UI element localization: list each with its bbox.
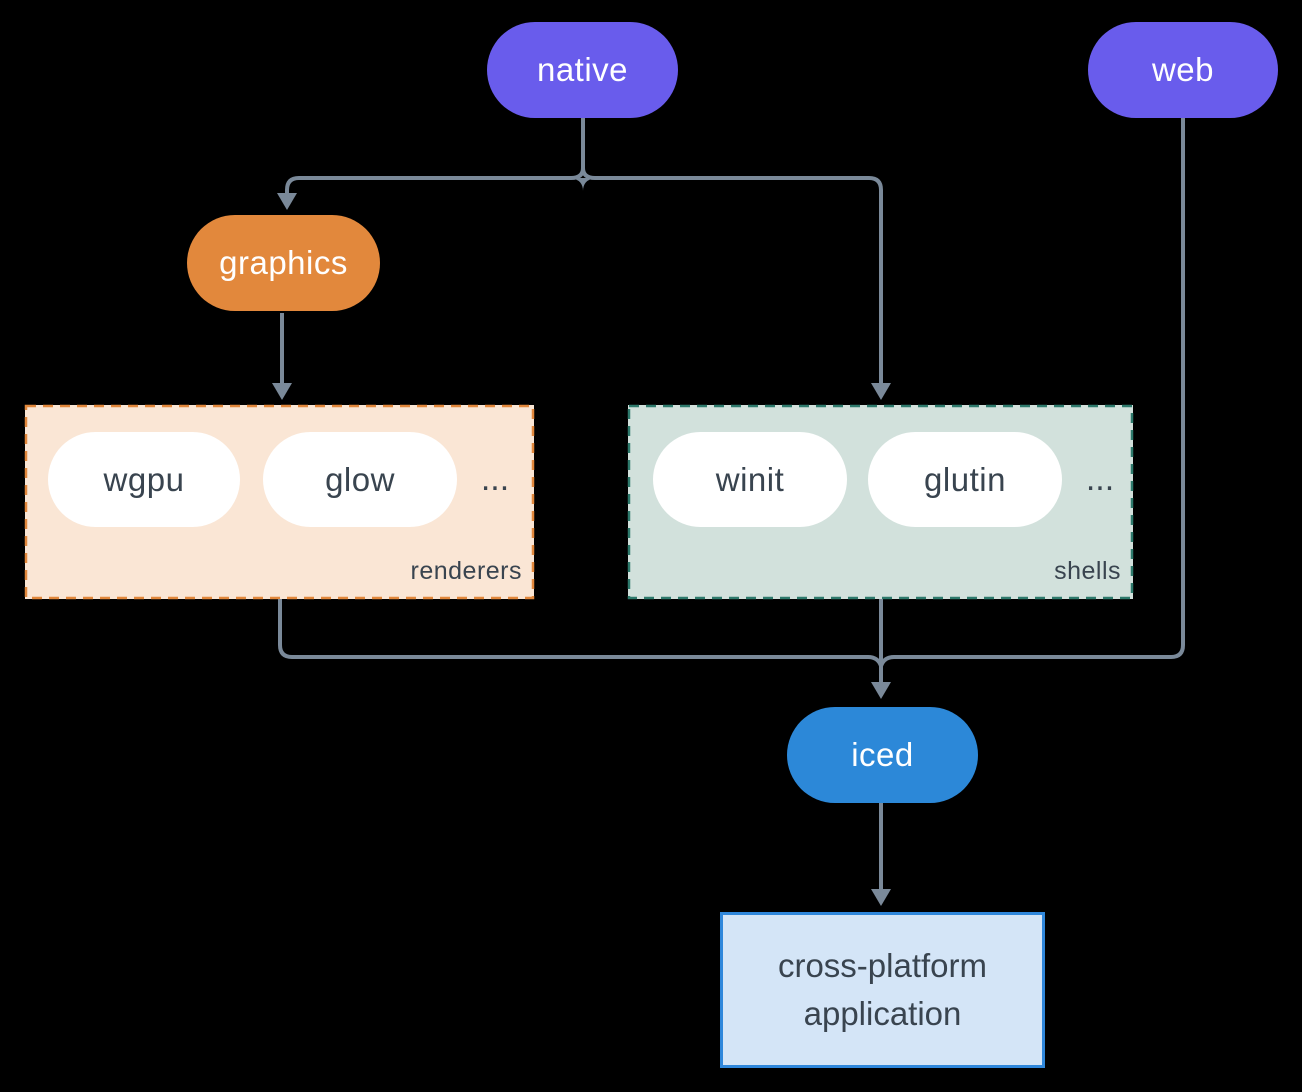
edge-native-shells [595,176,883,383]
node-glow: glow [263,432,457,527]
node-native: native [487,22,678,118]
group-shells: winit glutin ... shells [628,405,1133,599]
edge-native-split-left-flare [570,118,585,180]
arrowhead-shells [871,383,891,400]
node-web: web [1088,22,1278,118]
arrowhead-app [871,889,891,906]
edge-native-graphics [285,176,571,193]
arrowhead-renderers [272,383,292,400]
edge-native-split-right-flare [581,167,596,180]
arrowhead-iced [871,682,891,699]
node-graphics: graphics [187,215,380,311]
native-split-tail [571,178,595,191]
node-wgpu: wgpu [48,432,240,527]
edge-renderers-iced [278,599,883,667]
group-renderers: wgpu glow ... renderers [25,405,534,599]
node-iced: iced [787,707,978,803]
shells-ellipsis: ... [1085,460,1115,498]
node-glutin: glutin [868,432,1062,527]
arrowhead-graphics [277,193,297,210]
node-winit: winit [653,432,847,527]
node-app-label: cross-platform application [777,947,988,1032]
node-app: cross-platform application [720,912,1045,1068]
renderers-ellipsis: ... [480,460,510,498]
group-shells-label: shells [1054,557,1121,585]
group-renderers-label: renderers [410,557,522,585]
